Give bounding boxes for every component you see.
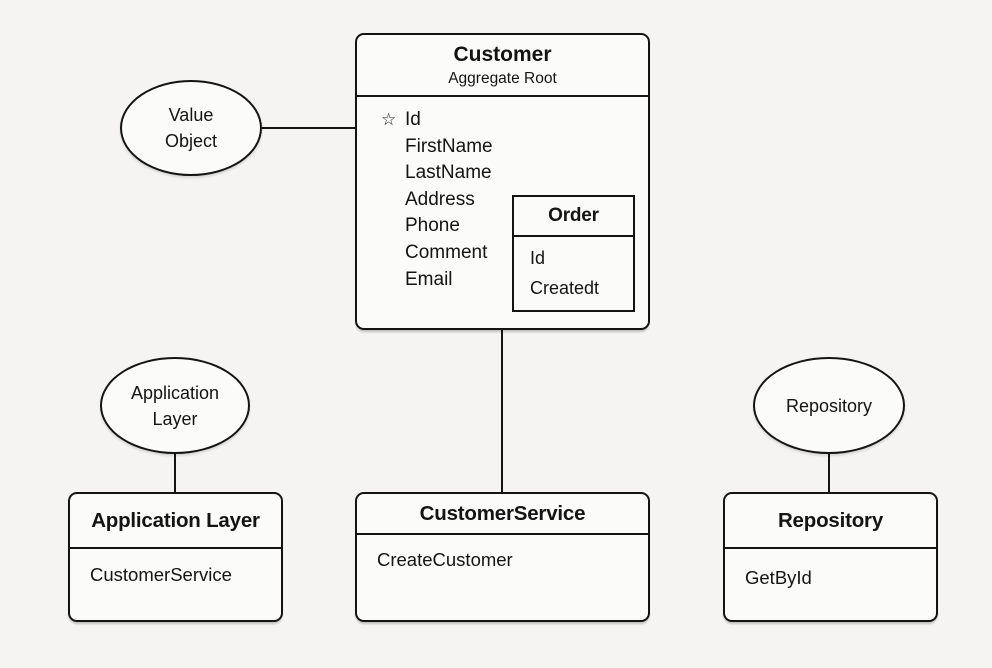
customer-title: Customer xyxy=(453,43,552,66)
repository-method: GetById xyxy=(745,567,812,588)
connector-value-object-to-customer xyxy=(260,127,356,129)
customer-service-box-body: CreateCustomer xyxy=(357,535,648,572)
customer-field-label: LastName xyxy=(405,162,492,184)
connector-repository-ellipse-to-box xyxy=(828,452,830,493)
repository-box-title: Repository xyxy=(777,508,884,532)
application-layer-label-line2: Layer xyxy=(152,408,198,429)
customer-field-email: Email xyxy=(381,267,648,294)
application-layer-box-header: Application Layer xyxy=(70,494,281,549)
customer-service-method: CreateCustomer xyxy=(377,549,513,570)
customer-field-list: ☆ Id FirstName LastName Address Phone xyxy=(357,97,648,293)
customer-field-label: Comment xyxy=(405,241,488,263)
application-layer-ellipse: Application Layer xyxy=(100,357,250,454)
order-field-list: Id Createdt xyxy=(514,237,633,303)
application-layer-box: Application Layer CustomerService xyxy=(68,492,283,622)
value-object-label-line2: Object xyxy=(164,131,218,151)
customer-field-phone: Phone xyxy=(381,213,648,240)
repository-ellipse: Repository xyxy=(753,357,905,454)
order-field-createdt: Createdt xyxy=(530,278,600,298)
customer-field-firstname: FirstName xyxy=(381,134,648,161)
customer-field-label: Email xyxy=(405,268,453,290)
application-layer-box-title: Application Layer xyxy=(91,508,260,532)
application-layer-method: CustomerService xyxy=(90,564,232,585)
application-layer-label-line1: Application xyxy=(130,382,220,403)
value-object-ellipse: Value Object xyxy=(120,80,262,176)
application-layer-box-body: CustomerService xyxy=(70,549,281,587)
customer-field-id: ☆ Id xyxy=(381,107,648,134)
customer-field-label: Address xyxy=(405,188,475,210)
customer-field-comment: Comment xyxy=(381,240,648,267)
customer-box-header: Customer Aggregate Root xyxy=(357,35,648,97)
customer-service-box-header: CustomerService xyxy=(357,494,648,535)
order-entity-box: Order Id Createdt xyxy=(512,195,635,312)
repository-ellipse-label: Repository xyxy=(785,395,873,416)
customer-service-box-title: CustomerService xyxy=(419,501,586,525)
order-box-header: Order xyxy=(514,197,633,237)
customer-aggregate-box: Customer Aggregate Root ☆ Id FirstName L… xyxy=(355,33,650,330)
customer-subtitle: Aggregate Root xyxy=(448,70,557,87)
repository-box-header: Repository xyxy=(725,494,936,549)
customer-field-label: Id xyxy=(405,109,421,130)
customer-service-box: CustomerService CreateCustomer xyxy=(355,492,650,622)
repository-box: Repository GetById xyxy=(723,492,938,622)
repository-box-body: GetById xyxy=(725,549,936,590)
order-field-id: Id xyxy=(530,248,546,268)
order-title: Order xyxy=(548,205,599,226)
connector-customer-to-customer-service xyxy=(501,328,503,493)
customer-field-lastname: LastName xyxy=(381,160,648,187)
customer-field-address: Address xyxy=(381,187,648,214)
customer-field-label: FirstName xyxy=(405,135,493,157)
value-object-label-line1: Value xyxy=(168,105,214,125)
customer-field-label: Phone xyxy=(405,215,460,237)
connector-application-layer-ellipse-to-box xyxy=(174,452,176,493)
key-star-icon: ☆ xyxy=(381,110,397,129)
